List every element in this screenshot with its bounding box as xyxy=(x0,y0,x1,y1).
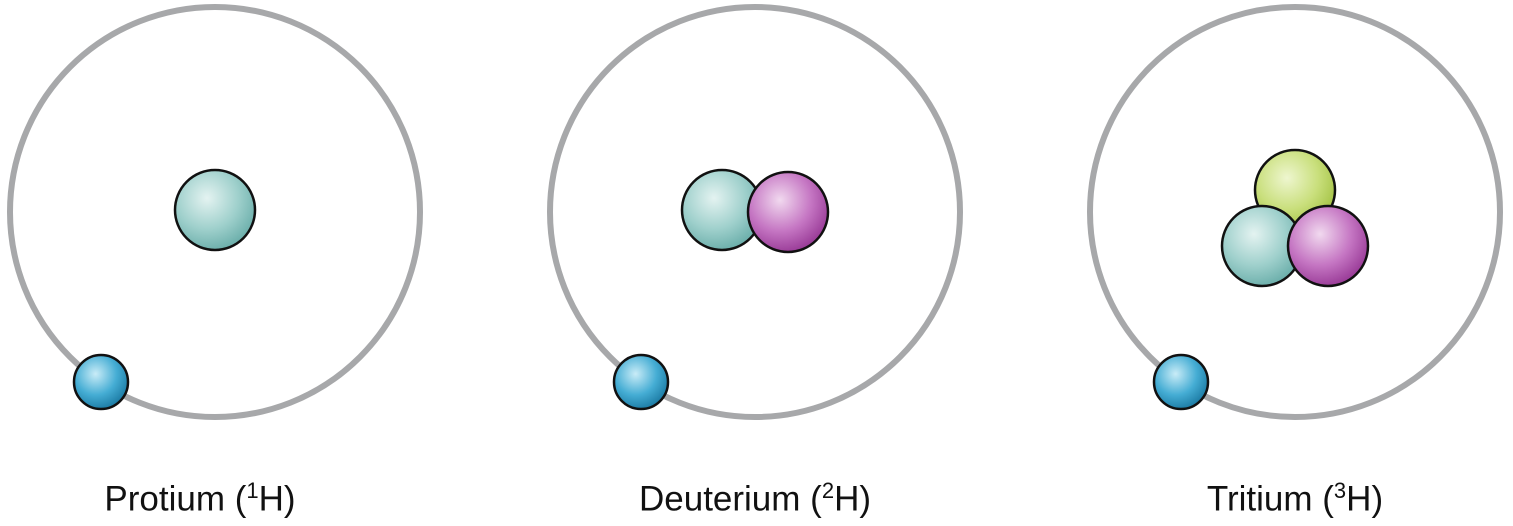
deuterium-atom xyxy=(547,4,963,420)
label-open: ( xyxy=(1312,479,1334,519)
protium-label: Protium (1H) xyxy=(0,478,400,520)
label-close: ) xyxy=(283,479,296,519)
electron xyxy=(612,353,670,411)
label-close: ) xyxy=(859,479,872,519)
label-name: Protium xyxy=(104,479,225,519)
label-close: ) xyxy=(1371,479,1384,519)
neutron xyxy=(1286,204,1370,288)
protium-atom xyxy=(7,4,423,420)
label-name: Deuterium xyxy=(638,479,801,519)
electron-orbit xyxy=(1087,4,1503,420)
tritium-label: Tritium (3H) xyxy=(1095,478,1495,520)
electron xyxy=(1152,353,1210,411)
mass-number: 1 xyxy=(246,478,259,503)
label-open: ( xyxy=(225,479,247,519)
deuterium-label: Deuterium (2H) xyxy=(555,478,955,520)
proton xyxy=(173,168,257,252)
electron xyxy=(72,353,130,411)
tritium-atom xyxy=(1087,4,1503,420)
element-symbol: H xyxy=(834,479,860,519)
label-name: Tritium xyxy=(1206,479,1313,519)
mass-number: 3 xyxy=(1333,478,1347,503)
label-open: ( xyxy=(800,479,822,519)
neutron xyxy=(746,170,830,254)
mass-number: 2 xyxy=(821,478,835,503)
element-symbol: H xyxy=(1346,479,1372,519)
element-symbol: H xyxy=(258,479,284,519)
electron-orbit xyxy=(547,4,963,420)
electron-orbit xyxy=(7,4,423,420)
